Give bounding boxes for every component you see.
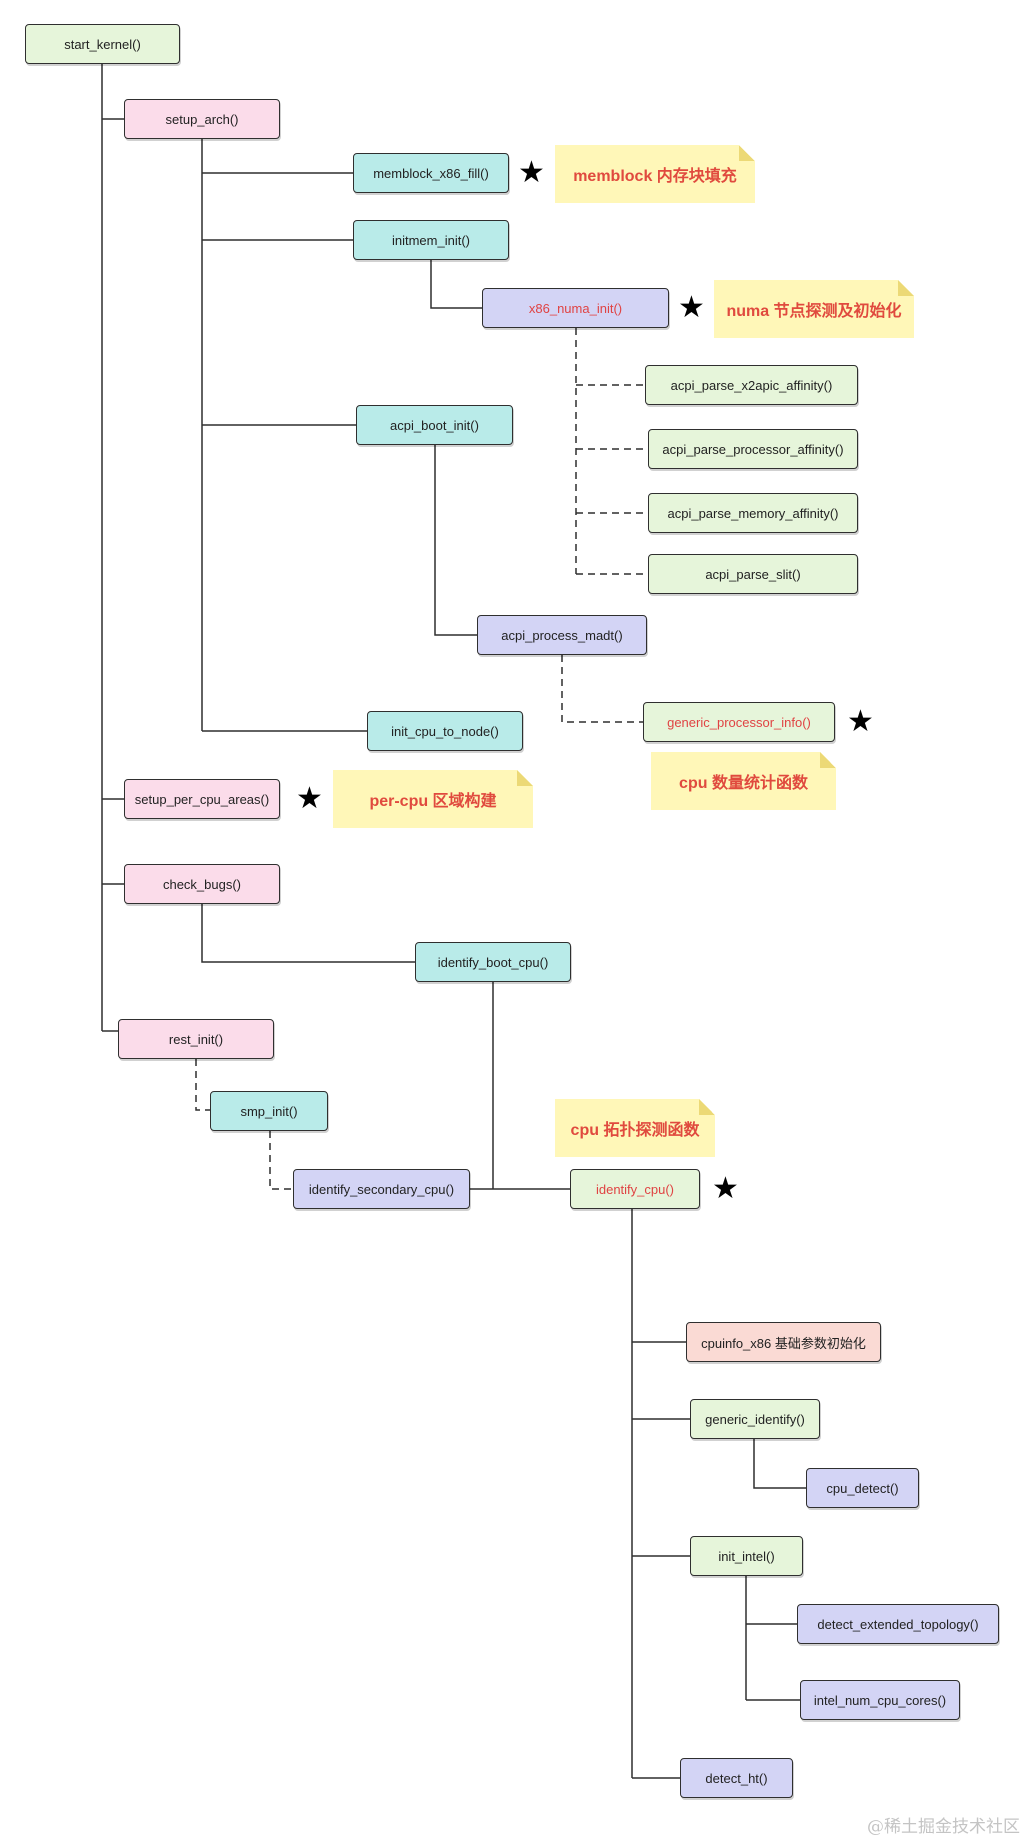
node-init-intel[interactable]: init_intel() [690, 1536, 803, 1576]
node-generic-processor-info[interactable]: generic_processor_info() [643, 702, 835, 742]
watermark: @稀土掘金技术社区 [867, 1817, 1020, 1837]
note-cpu-topology: cpu 拓扑探测函数 [555, 1099, 715, 1157]
node-x86-numa-init[interactable]: x86_numa_init() [482, 288, 669, 328]
node-detect-ht[interactable]: detect_ht() [680, 1758, 793, 1798]
node-initmem-init[interactable]: initmem_init() [353, 220, 509, 260]
note-per-cpu: per-cpu 区域构建 [333, 770, 533, 828]
star-icon: ★ [712, 1172, 739, 1205]
note-numa: numa 节点探测及初始化 [714, 280, 914, 338]
line-acpi-boot-to-madt [434, 445, 477, 636]
node-acpi-process-madt[interactable]: acpi_process_madt() [477, 615, 647, 655]
node-generic-identify[interactable]: generic_identify() [690, 1399, 820, 1439]
node-memblock-x86-fill[interactable]: memblock_x86_fill() [353, 153, 509, 193]
node-setup-per-cpu-areas[interactable]: setup_per_cpu_areas() [124, 779, 280, 819]
node-identify-boot-cpu[interactable]: identify_boot_cpu() [415, 942, 571, 982]
star-icon: ★ [296, 782, 323, 815]
star-icon: ★ [847, 705, 874, 738]
node-identify-cpu[interactable]: identify_cpu() [570, 1169, 700, 1209]
node-intel-num-cpu-cores[interactable]: intel_num_cpu_cores() [800, 1680, 960, 1720]
node-acpi-boot-init[interactable]: acpi_boot_init() [356, 405, 513, 445]
star-icon: ★ [518, 156, 545, 189]
dash-smp-to-secondary [269, 1131, 293, 1190]
node-acpi-parse-slit[interactable]: acpi_parse_slit() [648, 554, 858, 594]
star-icon: ★ [678, 291, 705, 324]
node-start-kernel[interactable]: start_kernel() [25, 24, 180, 64]
line-generic-to-cpu-detect [753, 1439, 806, 1489]
dash-madt-to-gpi [561, 655, 643, 723]
node-rest-init[interactable]: rest_init() [118, 1019, 274, 1059]
note-cpu-count: cpu 数量统计函数 [651, 752, 836, 810]
node-setup-arch[interactable]: setup_arch() [124, 99, 280, 139]
node-acpi-parse-x2apic-affinity[interactable]: acpi_parse_x2apic_affinity() [645, 365, 858, 405]
line-initmem-to-numa [430, 260, 482, 309]
dash-rest-to-smp [195, 1059, 210, 1111]
node-acpi-parse-memory-affinity[interactable]: acpi_parse_memory_affinity() [648, 493, 858, 533]
line-check-bugs-to-boot-cpu [201, 904, 415, 963]
node-init-cpu-to-node[interactable]: init_cpu_to_node() [367, 711, 523, 751]
node-acpi-parse-processor-affinity[interactable]: acpi_parse_processor_affinity() [648, 429, 858, 469]
node-cpu-detect[interactable]: cpu_detect() [806, 1468, 919, 1508]
node-identify-secondary-cpu[interactable]: identify_secondary_cpu() [293, 1169, 470, 1209]
note-memblock: memblock 内存块填充 [555, 145, 755, 203]
node-detect-extended-topology[interactable]: detect_extended_topology() [797, 1604, 999, 1644]
node-check-bugs[interactable]: check_bugs() [124, 864, 280, 904]
node-cpuinfo-x86[interactable]: cpuinfo_x86 基础参数初始化 [686, 1322, 881, 1362]
node-smp-init[interactable]: smp_init() [210, 1091, 328, 1131]
